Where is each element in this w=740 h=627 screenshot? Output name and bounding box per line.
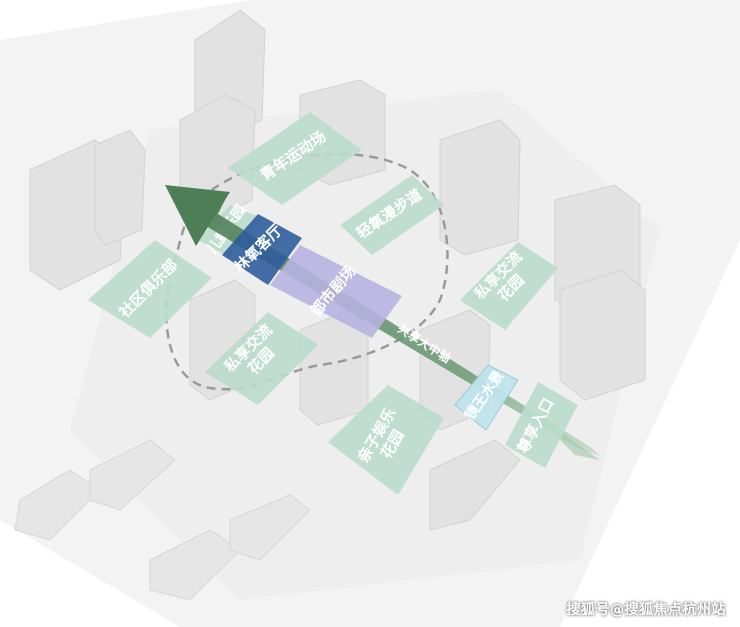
zone-family-garden: 亲子娱乐花园: [328, 385, 444, 495]
zone-urban-theater: 都市剧场: [270, 245, 402, 338]
low-rise-blocks: [14, 439, 311, 601]
zone-community-club: 社区俱乐部: [88, 240, 212, 338]
watermark: 搜狐号@搜狐焦点杭州站: [566, 602, 726, 618]
